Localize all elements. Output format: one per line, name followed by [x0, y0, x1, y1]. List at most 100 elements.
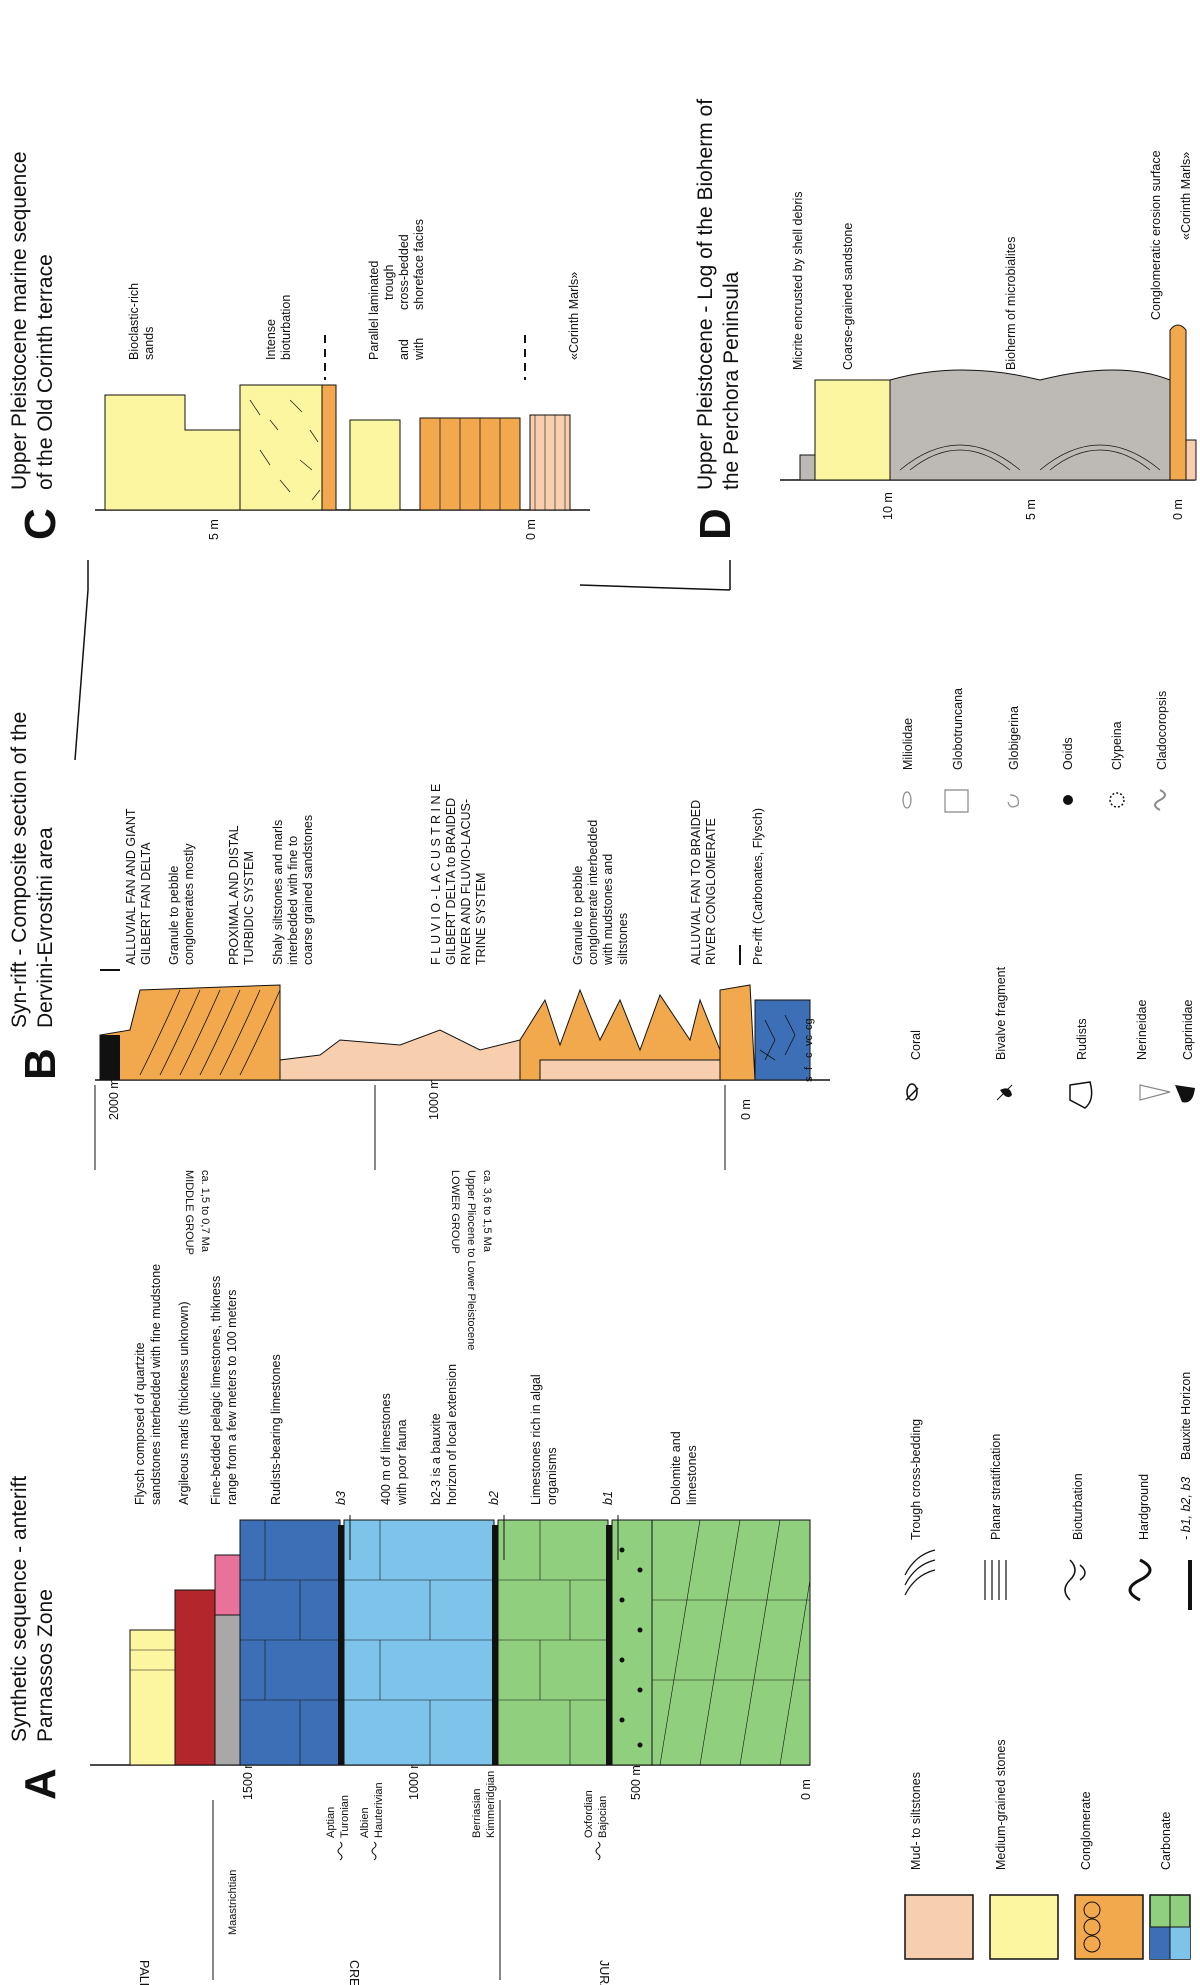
b-desc-turb2: TURBIDIC SYSTEM [242, 851, 256, 965]
legend-label-sand: Medium-grained stones [994, 1739, 1008, 1870]
a-desc-algal2: organisms [545, 1447, 559, 1505]
panel-d-letter: D [691, 508, 740, 540]
a-desc-lime400b: with poor fauna [395, 1419, 409, 1506]
d-layer-micrite [799, 454, 816, 481]
legend-fossil-miliolidae: Miliolidae [901, 718, 915, 770]
b-group-middle2: ca. 1,5 to 0,7 Ma [199, 1170, 211, 1253]
stage-turonian: Turonian [339, 1795, 351, 1838]
b-desc-braided1: ALLUVIAL FAN TO BRAIDED [689, 800, 703, 965]
legend-bauxite-label: Bauxite Horizon [1179, 1372, 1193, 1460]
c-desc-intense1: Intense [264, 319, 278, 360]
layer-dolomite [651, 1519, 811, 1766]
stage-maastrichtian: Maastrichtian [227, 1870, 239, 1935]
panel-a-letter: A [16, 1768, 65, 1800]
legend-bauxite-codes: - b1, b2, b3 [1179, 1477, 1193, 1540]
a-horizon-b2: b2 [487, 1491, 501, 1505]
b-desc-shaly1: Shaly siltstones and marls [271, 820, 285, 965]
stage-albien: Albien [359, 1807, 371, 1838]
b-scale-0: 0 m [739, 1099, 753, 1120]
d-scale-0: 0 m [1171, 499, 1185, 520]
b-grain-vc: vc [803, 1035, 815, 1047]
d-scale-5: 5 m [1024, 499, 1038, 520]
d-desc-erosion: Conglomeratic erosion surface [1149, 150, 1163, 320]
rudists-icon [1069, 1081, 1093, 1109]
d-layer-conglomerate [1169, 324, 1187, 481]
legend-swatch-carbonate [1149, 1894, 1191, 1960]
panel-c: C Upper Pleistocene marine sequence of t… [8, 151, 590, 540]
stage-hauterivian: Hauterivian [373, 1782, 385, 1838]
a-desc-marls: Argileous marls (thickness unknown) [177, 1301, 191, 1505]
coral-icon [905, 1083, 919, 1101]
b-layer-turbidite [279, 1029, 541, 1081]
panel-b-title-line1: Syn-rift - Composite section of the [8, 712, 31, 1028]
panel-b-title-line2: Dervini-Evrostini area [34, 827, 57, 1028]
a-desc-pelagic1: Fine-bedded pelagic limestones, thikness [209, 1276, 223, 1505]
layer-bauxite-b3 [338, 1525, 344, 1765]
legend-fossil-caprinidae: Caprinidae [1181, 999, 1195, 1060]
bivalve-fragment-icon [996, 1084, 1013, 1101]
b-layer-conglomerate-top [99, 984, 281, 1081]
legend-fossil-clypeina: Clypeina [1110, 721, 1124, 770]
b-desc-fluvio1: F L U V I O - L A C U S T R I N E [429, 784, 443, 965]
c-desc-marls: «Corinth Marls» [567, 272, 581, 360]
b-desc-braided2: RIVER CONGLOMERATE [704, 818, 718, 965]
b-grain-s: s [803, 1076, 815, 1082]
period-jurassic: JURASSIC [597, 1960, 611, 1985]
legend-fossil-nerineidae: Nerineidae [1135, 999, 1149, 1060]
legend-label-hardground: Hardground [1137, 1474, 1151, 1540]
hardground-icon [1128, 1558, 1152, 1602]
d-layer-marls [1185, 439, 1197, 481]
a-desc-rudists: Rudists-bearing limestones [269, 1354, 283, 1505]
legend-fossil-coral: Coral [909, 1030, 923, 1060]
nerineidae-icon [1139, 1084, 1171, 1101]
c-layer-laminated [349, 419, 401, 511]
b-desc-granpeb1: Granule to pebble [571, 866, 585, 965]
clypeina-icon [1109, 792, 1125, 808]
c-desc-par6: shoreface facies [412, 219, 426, 310]
b-desc-prerift: Pre-rift (Carbonates, Flysch) [751, 808, 765, 965]
b-grain-c: c [803, 1052, 815, 1058]
trough-cross-bedding-icon [904, 1549, 936, 1596]
a-desc-baux1: b2-3 is a bauxite [429, 1413, 443, 1505]
d-desc-coarse: Coarse-grained sandstone [841, 223, 855, 370]
c-desc-par1: Parallel laminated [367, 261, 381, 360]
legend-fossil-bivalve: Bivalve fragment [994, 966, 1008, 1060]
a-desc-lime400a: 400 m of limestones [379, 1393, 393, 1505]
cladocoropsis-icon [1154, 789, 1166, 811]
b-desc-granpeb3: with mudstones and [601, 854, 615, 966]
d-layer-bioherm [889, 369, 1171, 481]
legend-fossil-cladocoropsis: Cladocoropsis [1155, 691, 1169, 770]
panel-a-title-line2: Parnassos Zone [34, 1589, 57, 1742]
stage-oxfordian: Oxfordian [583, 1790, 595, 1838]
c-layer-orange [321, 384, 337, 511]
c-desc-par2: trough [382, 265, 396, 300]
legend-label-bioturbation: Bioturbation [1071, 1473, 1085, 1540]
b-group-lower2: Upper Pliocene to Lower Pleistocene [465, 1170, 477, 1350]
c-desc-bio2: sands [142, 327, 156, 360]
layer-limestone-400m [343, 1519, 495, 1766]
miliolidae-icon [902, 791, 912, 809]
b-desc-granpeb2: conglomerate interbedded [586, 820, 600, 965]
panel-a-scale-0: 0 m [799, 1779, 813, 1800]
a-desc-pelagic2: range from a few meters to 100 meters [225, 1290, 239, 1505]
panel-c-letter: C [16, 508, 65, 540]
stage-kimmeridgian: Kimmeridgian [485, 1771, 497, 1838]
b-desc-alluvial1: ALLUVIAL FAN AND GIANT [124, 808, 138, 965]
period-paleocene: PALEOCENE [137, 1960, 151, 1985]
a-desc-algal1: Limestones rich in algal [529, 1374, 543, 1505]
panel-b: B Syn-rift - Composite section of the De… [8, 560, 830, 1350]
a-horizon-b1: b1 [601, 1491, 615, 1505]
legend-fossil-rudists: Rudists [1075, 1018, 1089, 1060]
legend-swatch-sand [989, 1894, 1059, 1960]
a-desc-dolo1: Dolomite and [669, 1431, 683, 1505]
legend-label-mud: Mud- to siltstones [909, 1772, 923, 1870]
c-layer-bioclastic [104, 394, 241, 511]
a-desc-flysch1: Flysch composed of quartzite [133, 1342, 147, 1505]
layer-pelagic-pink [214, 1554, 241, 1616]
b-desc-turb1: PROXIMAL AND DISTAL [227, 825, 241, 965]
b-desc-fluvio4: TRINE SYSTEM [474, 873, 488, 965]
panel-d-title-line2: the Perchora Peninsula [720, 271, 743, 490]
legend-label-trough: Trough cross-bedding [909, 1419, 923, 1540]
panel-a-scale-500: 500 m [629, 1765, 643, 1800]
planar-stratification-icon [984, 1560, 1007, 1600]
